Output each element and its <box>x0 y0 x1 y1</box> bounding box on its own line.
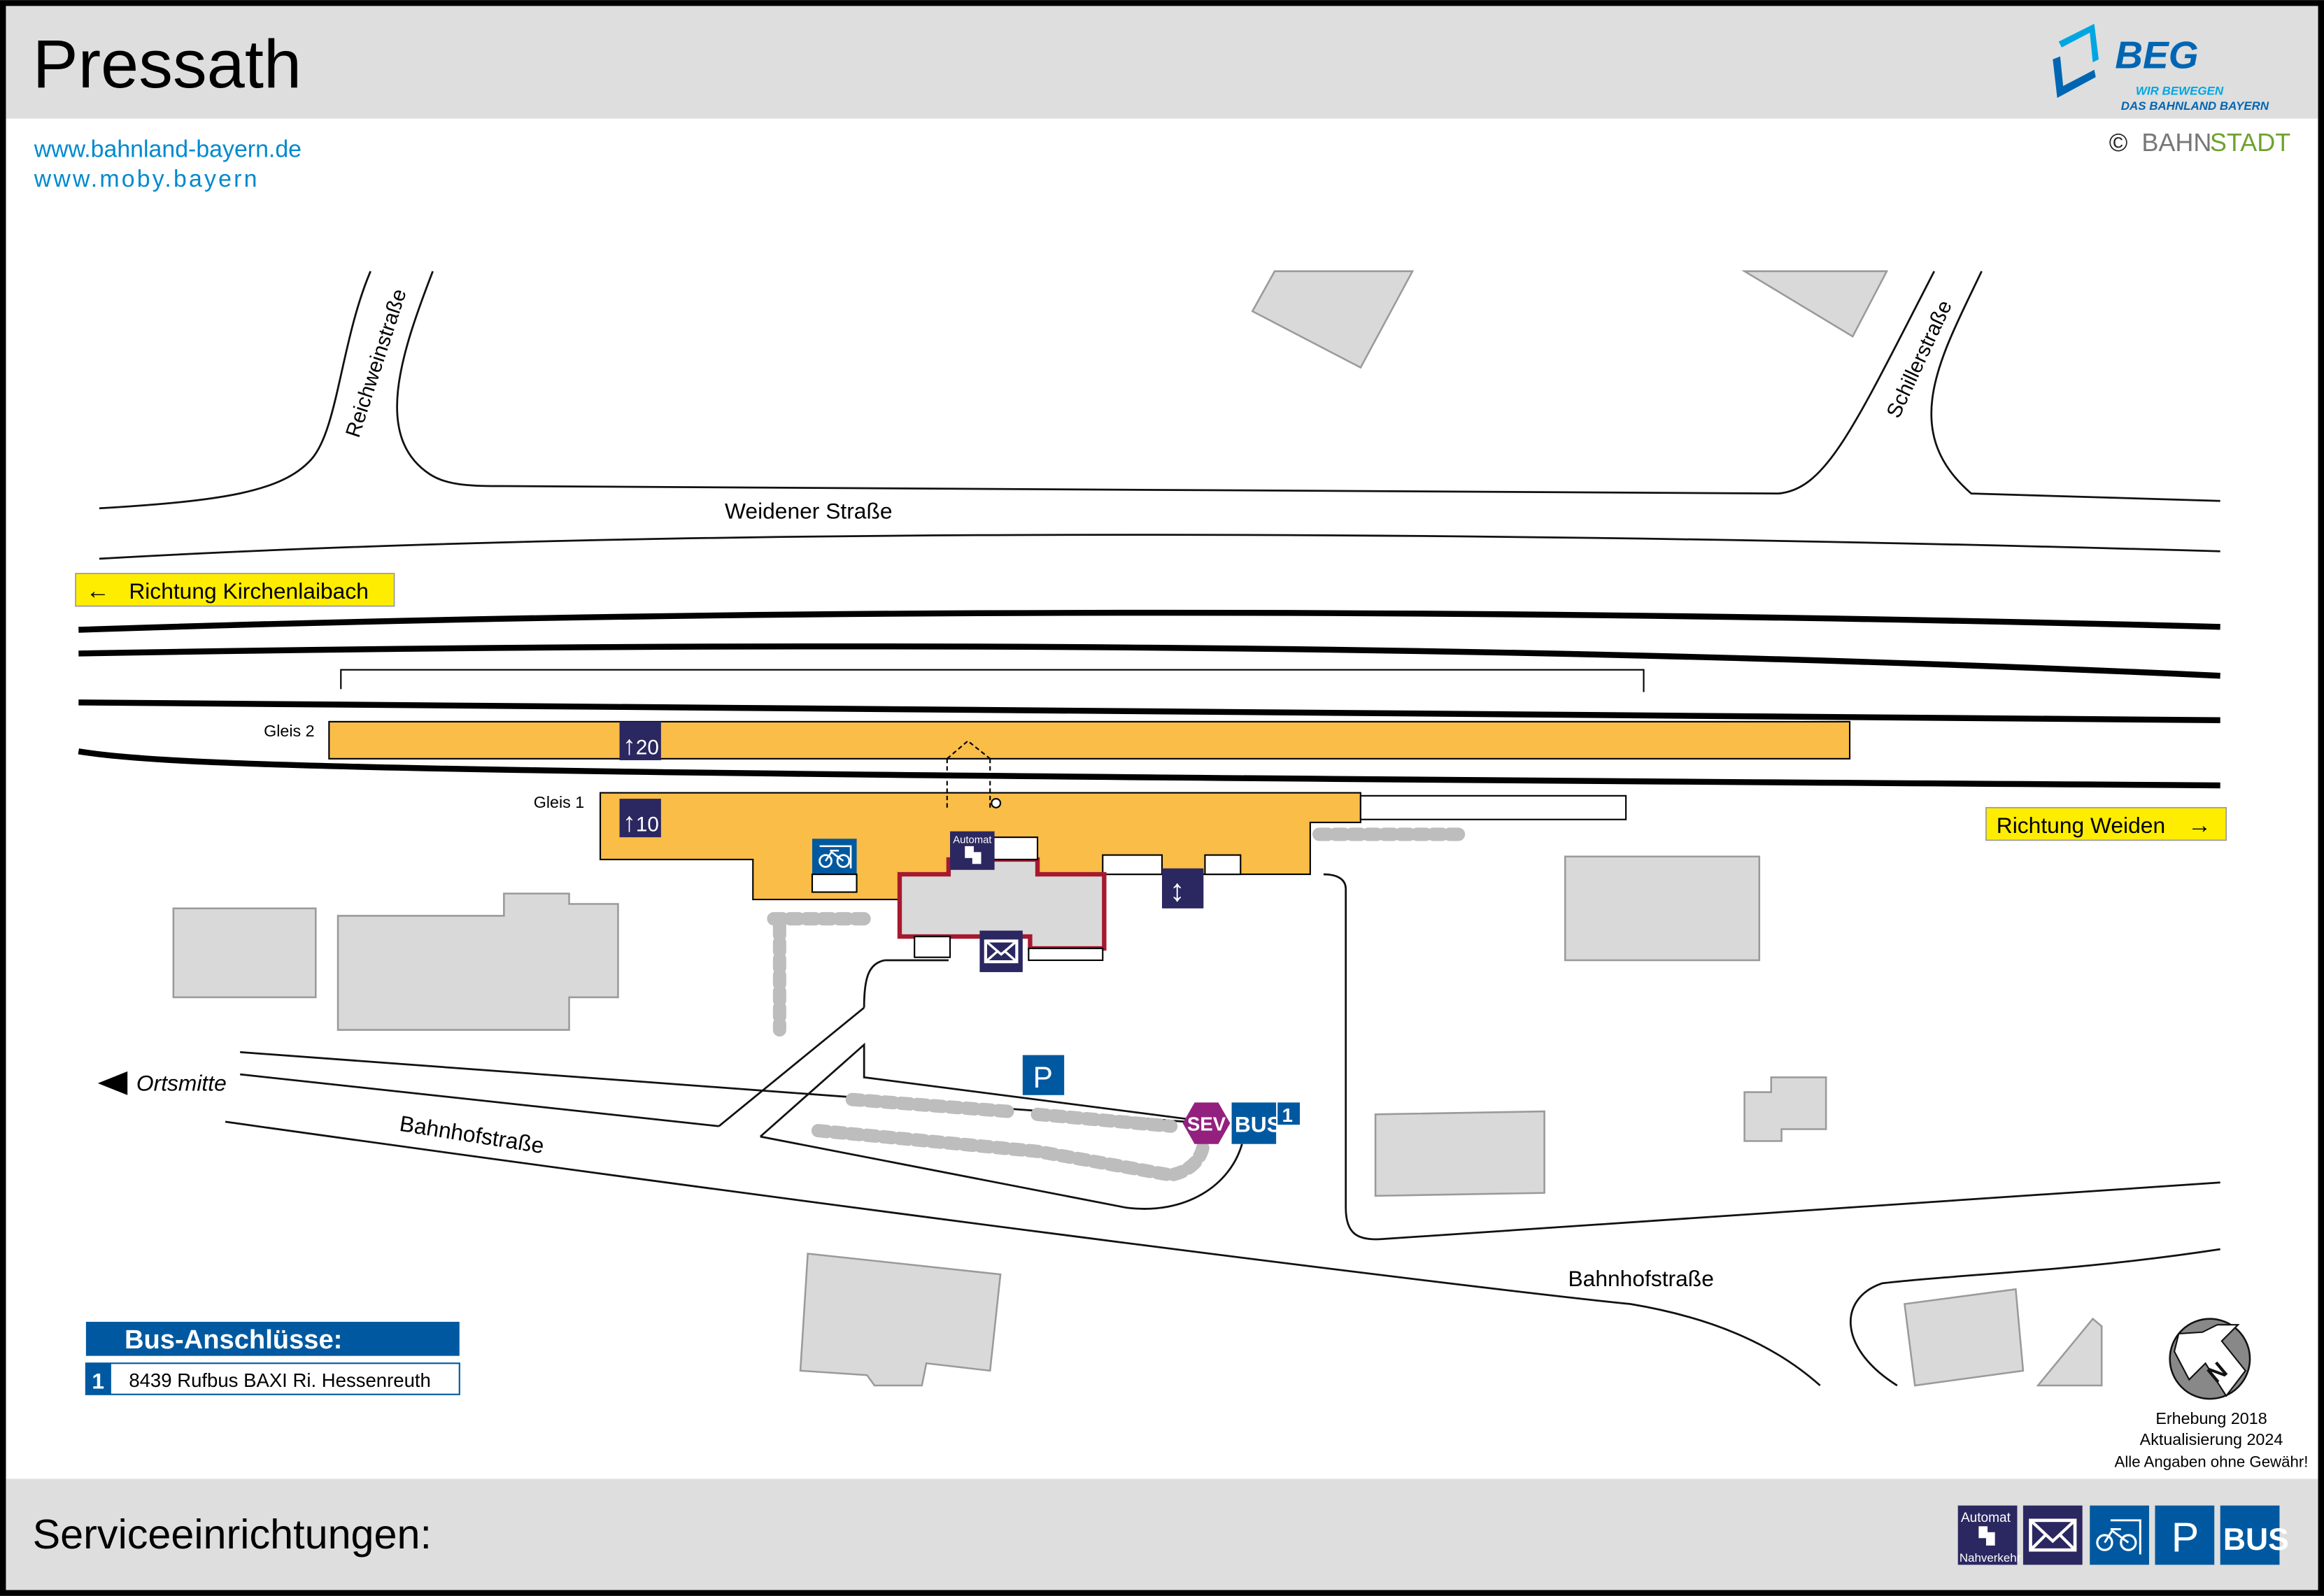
svg-text:20: 20 <box>636 736 659 760</box>
gleis-2-label: Gleis 2 <box>264 722 315 740</box>
svg-text:BAHN: BAHN <box>2141 128 2211 157</box>
shelter <box>1204 854 1242 876</box>
roads <box>99 271 2220 1387</box>
footer-parking-icon: P <box>2155 1505 2215 1565</box>
sev-icon[interactable]: SEV <box>1182 1102 1231 1144</box>
svg-text:SEV: SEV <box>1187 1113 1226 1135</box>
link-moby[interactable]: www.moby.bayern <box>34 166 260 192</box>
bahnstadt-copyright: © BAHN STADT <box>2109 128 2290 157</box>
bus-connections-title: Bus-Anschlüsse: <box>125 1325 342 1355</box>
sector-20-sign: ↑ 20 <box>619 721 661 761</box>
elevator-icon[interactable]: ↕ <box>1162 868 1204 909</box>
shelter <box>1102 854 1163 876</box>
footer-bike-parking-icon <box>2090 1505 2150 1565</box>
footer-bar <box>6 1479 2318 1590</box>
street-label-weidener-strasse: Weidener Straße <box>725 499 893 524</box>
platform-extension <box>1359 795 1627 820</box>
street-label-bahnhofstrasse-right: Bahnhofstraße <box>1568 1266 1714 1291</box>
svg-text:10: 10 <box>636 813 659 836</box>
svg-text:←: ← <box>86 578 110 604</box>
direction-weiden: Richtung Weiden → <box>1985 806 2227 841</box>
svg-text:BUS: BUS <box>1235 1112 1282 1137</box>
direction-kirchenlaibach: ← Richtung Kirchenlaibach <box>75 573 395 607</box>
bus-stop-icon[interactable]: BUS 1 <box>1231 1102 1301 1144</box>
service-label: Serviceeinrichtungen: <box>33 1511 432 1558</box>
ticket-machine-icon[interactable]: Automat <box>950 831 995 870</box>
disclaimer: Alle Angaben ohne Gewähr! <box>2115 1453 2309 1471</box>
svg-text:→: → <box>2188 812 2211 839</box>
north-arrow-icon: N <box>2169 1318 2251 1400</box>
svg-text:Richtung Weiden: Richtung Weiden <box>1997 813 2165 838</box>
svg-text:STADT: STADT <box>2210 128 2290 157</box>
svg-text:Richtung Kirchenlaibach: Richtung Kirchenlaibach <box>129 578 369 604</box>
svg-text:BUS: BUS <box>2223 1523 2289 1557</box>
hedges <box>767 827 1467 1182</box>
svg-text:WIR BEWEGEN: WIR BEWEGEN <box>2136 85 2224 98</box>
bus-connection-row: 8439 Rufbus BAXI Ri. Hessenreuth <box>129 1369 431 1391</box>
svg-text:↕: ↕ <box>1170 874 1185 908</box>
entrance <box>914 936 951 958</box>
svg-text:P: P <box>2171 1513 2199 1560</box>
tracks <box>78 609 2220 789</box>
svg-text:1: 1 <box>92 1368 104 1393</box>
footer-post-icon <box>2022 1505 2083 1565</box>
station-building <box>897 857 1107 951</box>
parking-icon[interactable]: P <box>1022 1055 1065 1095</box>
svg-text:Automat: Automat <box>953 835 992 846</box>
beg-logo: BEG WIR BEWEGEN DAS BAHNLAND BAYERN <box>2053 24 2269 113</box>
update-year: Aktualisierung 2024 <box>2140 1430 2283 1448</box>
svg-text:DAS BAHNLAND BAYERN: DAS BAHNLAND BAYERN <box>2121 99 2269 113</box>
gleis-1-label: Gleis 1 <box>534 793 585 811</box>
bike-parking-icon[interactable] <box>811 839 858 893</box>
svg-text:↑: ↑ <box>623 731 636 761</box>
entrance <box>1028 947 1104 962</box>
entrance <box>992 836 1039 860</box>
footer-bus-icon: BUS <box>2220 1505 2289 1565</box>
footbridge <box>946 740 1002 808</box>
link-bahnland[interactable]: www.bahnland-bayern.de <box>34 136 302 163</box>
svg-text:P: P <box>1033 1061 1053 1094</box>
svg-text:1: 1 <box>1282 1104 1293 1126</box>
ortsmitte-direction: Ortsmitte <box>97 1070 227 1095</box>
svg-text:Ortsmitte: Ortsmitte <box>136 1070 227 1095</box>
header-bar <box>6 6 2318 119</box>
svg-text:©: © <box>2109 128 2128 157</box>
sector-10-sign: ↑ 10 <box>619 799 661 838</box>
bus-connections-table: Bus-Anschlüsse: 1 8439 Rufbus BAXI Ri. H… <box>85 1321 460 1395</box>
footer-ticket-machine-icon: Automat Nahverkehr <box>1957 1505 2021 1565</box>
svg-text:↑: ↑ <box>623 808 636 838</box>
svg-text:Nahverkehr: Nahverkehr <box>1960 1551 2021 1565</box>
survey-year: Erhebung 2018 <box>2155 1409 2267 1427</box>
svg-text:Automat: Automat <box>1961 1511 2011 1525</box>
svg-text:BEG: BEG <box>2115 34 2198 77</box>
post-icon[interactable] <box>979 930 1023 972</box>
buildings <box>172 270 2103 1387</box>
page-title: Pressath <box>33 26 302 102</box>
platform-gleis-2 <box>328 720 1851 760</box>
